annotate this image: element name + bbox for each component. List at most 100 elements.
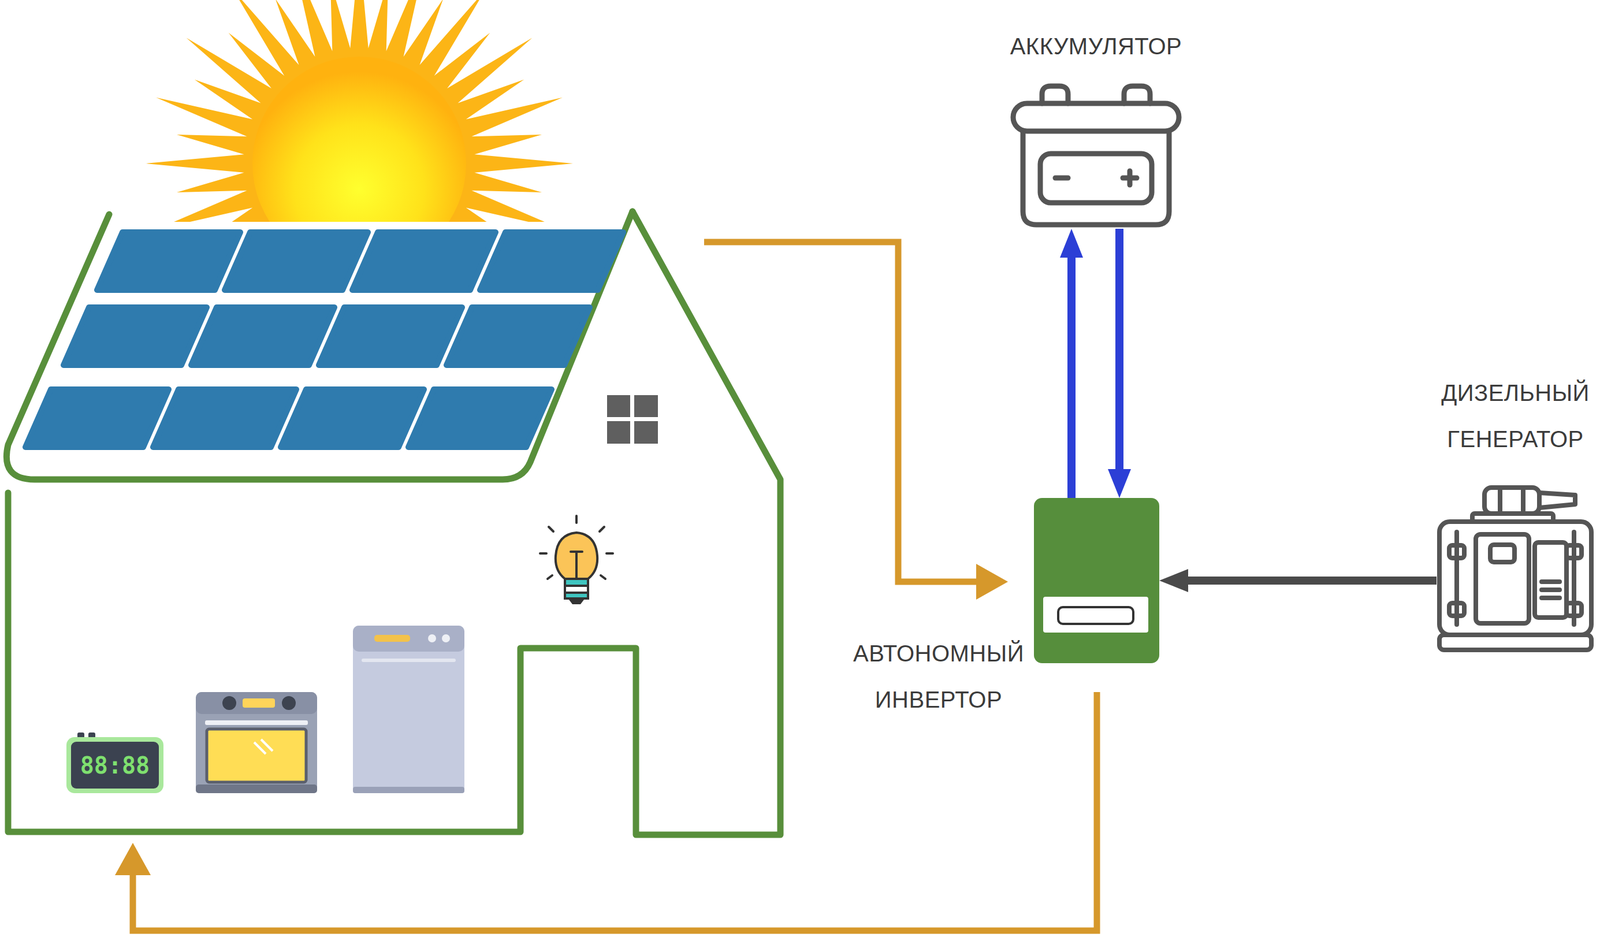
alarm-clock	[71, 741, 159, 789]
oven	[254, 742, 266, 754]
icon-part	[1055, 175, 1069, 181]
icon-part	[1439, 634, 1592, 650]
dishwasher	[352, 625, 465, 794]
oven	[206, 728, 307, 783]
battery-icon	[1010, 81, 1182, 229]
light-bulb	[540, 515, 613, 604]
flow-arrow	[1067, 257, 1076, 498]
inverter-icon	[1033, 497, 1160, 664]
icon-part	[1040, 153, 1152, 203]
solar-panel	[408, 389, 552, 448]
power-wire	[704, 242, 978, 582]
alarm-clock	[66, 732, 164, 794]
house-window	[607, 395, 631, 418]
oven	[205, 720, 308, 725]
generator-icon	[1436, 484, 1595, 654]
light-bulb	[555, 532, 598, 579]
solar-panel	[25, 232, 624, 448]
icon-part	[1449, 603, 1465, 616]
solar-panel	[446, 307, 590, 366]
light-bulb	[575, 515, 578, 523]
icon-part	[1043, 596, 1149, 633]
solar-panel	[480, 232, 624, 290]
oven	[242, 698, 275, 708]
oven	[222, 696, 237, 710]
power-wire	[114, 242, 1097, 931]
house-outline	[8, 211, 781, 835]
power-wire	[114, 842, 151, 876]
sun-rays	[145, 0, 573, 222]
node-label: АВТОНОМНЫЙ ИНВЕРТОР	[849, 630, 1029, 723]
icon-part	[1013, 86, 1179, 225]
icon-part	[1449, 545, 1465, 558]
icon-part	[1539, 492, 1576, 508]
oven	[281, 696, 296, 710]
inverter-node: АВТОНОМНЫЙ ИНВЕРТОР	[1033, 497, 1160, 664]
power-wire	[132, 691, 1097, 931]
dishwasher	[428, 634, 437, 643]
light-bulb	[570, 551, 583, 578]
house-window	[634, 395, 658, 418]
dishwasher	[352, 625, 465, 652]
solar-panel	[352, 232, 496, 290]
icon-part	[1475, 534, 1529, 624]
dishwasher	[441, 634, 450, 643]
icon-part	[1534, 542, 1567, 618]
icon-part	[1022, 131, 1170, 225]
house-window	[607, 421, 631, 444]
light-bulb	[569, 598, 584, 604]
solar-panel	[318, 307, 463, 366]
node-label: АККУМУЛЯТОР	[952, 32, 1240, 61]
light-bulb	[606, 552, 613, 555]
flow-arrow	[1115, 228, 1124, 470]
light-bulb	[600, 575, 606, 579]
house-outline	[6, 211, 781, 835]
sun	[145, 0, 573, 222]
icon-part	[1439, 521, 1592, 635]
oven	[195, 691, 318, 794]
light-bulb	[547, 575, 553, 579]
icon-part	[1058, 607, 1134, 624]
icon-part	[1013, 103, 1179, 132]
dishwasher	[352, 625, 465, 794]
icon-part	[1127, 170, 1133, 185]
icon-part	[1490, 544, 1515, 563]
oven	[195, 784, 318, 794]
clock-display: 88:88	[71, 741, 159, 789]
solar-panel	[153, 389, 297, 448]
house-outline	[6, 211, 633, 480]
dishwasher	[361, 658, 456, 662]
icon-part	[1541, 595, 1560, 601]
solar-panel	[280, 389, 424, 448]
house-window	[634, 421, 658, 444]
solar-panel	[191, 307, 335, 366]
dishwasher	[374, 634, 411, 642]
alarm-clock	[66, 737, 164, 794]
icon-part	[1520, 489, 1526, 512]
light-bulb	[540, 552, 547, 555]
generator-node: ДИЗЕЛЬНЫЙ ГЕНЕРАТОР	[1436, 484, 1595, 654]
flow-arrow	[1188, 576, 1437, 585]
house-window	[607, 395, 658, 444]
solar-panel	[97, 232, 241, 290]
icon-part	[1497, 489, 1503, 512]
icon-part	[1541, 579, 1560, 584]
icon-part	[1484, 487, 1540, 514]
oven	[195, 691, 318, 794]
light-bulb	[548, 526, 554, 532]
icon-part	[1439, 487, 1592, 650]
icon-part	[1541, 587, 1560, 593]
solar-panel	[224, 232, 368, 290]
sun-disc	[252, 56, 467, 222]
battery-node: АККУМУЛЯТОР	[1010, 81, 1182, 229]
node-label: ДИЗЕЛЬНЫЙ ГЕНЕРАТОР	[1436, 369, 1595, 463]
solar-panel	[63, 307, 207, 366]
oven	[261, 739, 273, 751]
solar-panel	[25, 389, 169, 448]
dishwasher	[352, 786, 465, 794]
